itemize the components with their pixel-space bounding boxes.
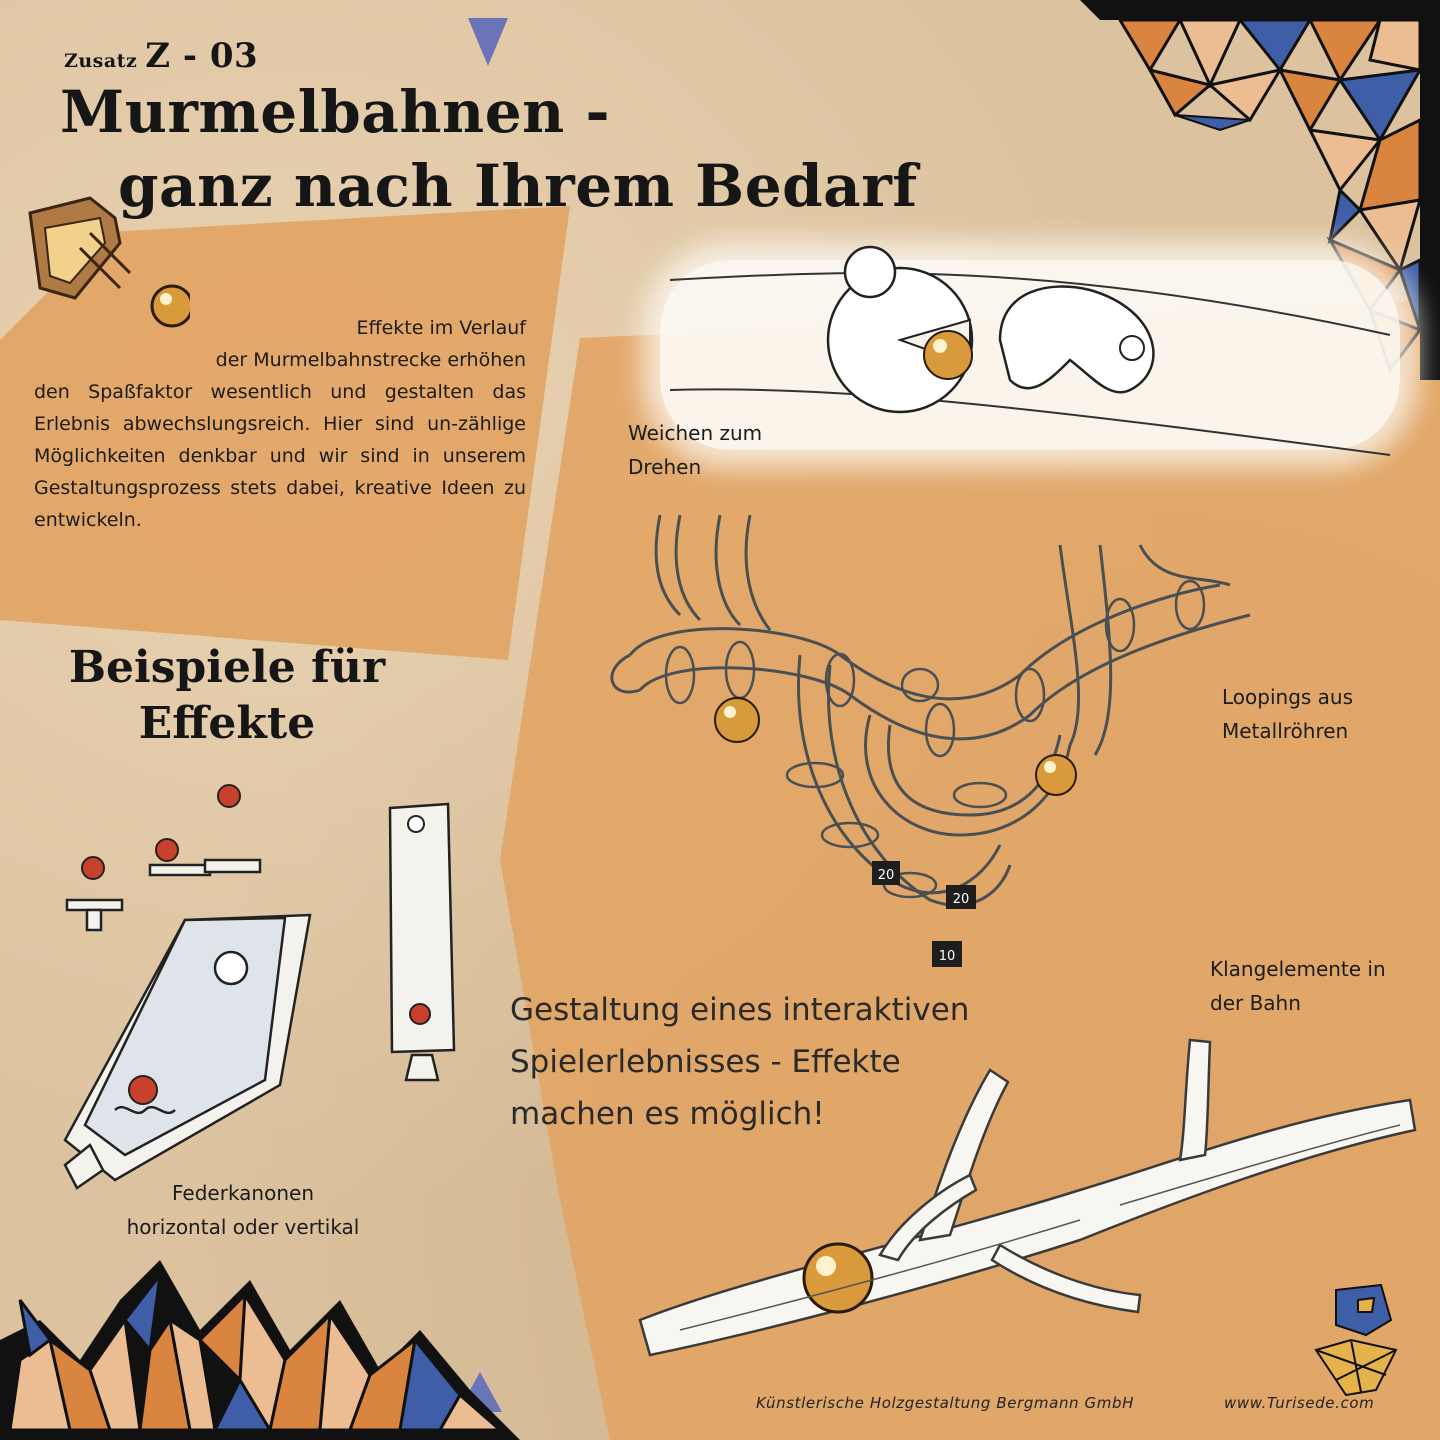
score-badge: 20 — [946, 885, 976, 909]
examples-heading-line1: Beispiele für — [68, 642, 386, 693]
marble-icon — [714, 697, 760, 743]
wooden-chute-illustration — [28, 196, 190, 328]
caption-klang-line1: Klangelemente in — [1210, 957, 1386, 981]
caption-feder-line1: Federkanonen — [172, 1181, 314, 1205]
caption-klang: Klangelemente in der Bahn — [1210, 952, 1386, 1020]
marble-icon — [923, 330, 973, 380]
intro-line-1: Effekte im Verlauf — [356, 317, 526, 339]
mascot-logo — [1314, 1283, 1398, 1397]
orange-panel-left — [0, 206, 570, 660]
triangle-marker-top — [468, 18, 508, 66]
vertical-spring-cannon-sketch — [388, 802, 456, 1082]
tagline: Gestaltung eines interaktiven Spielerleb… — [510, 984, 969, 1140]
caption-loopings-line1: Loopings aus — [1222, 685, 1354, 709]
tagline-line2: Spielerlebnisses - Effekte — [510, 1044, 901, 1080]
examples-heading-line2: Effekte — [138, 698, 316, 749]
prefix-zusatz: Zusatz — [64, 50, 138, 72]
intro-body: den Spaßfaktor wesentlich und gestalten … — [34, 381, 526, 531]
marble-icon — [802, 1242, 874, 1314]
weichen-sketch — [669, 245, 1391, 456]
intro-line-2: der Murmelbahnstrecke erhöhen — [215, 349, 526, 371]
document-code: Zusatz Z - 03 — [64, 36, 258, 76]
caption-loopings-line2: Metallröhren — [1222, 719, 1349, 743]
footer-website[interactable]: www.Turisede.com — [1224, 1394, 1375, 1412]
svg-text:10: 10 — [939, 949, 956, 964]
score-badge: 10 — [932, 941, 962, 967]
caption-weichen: Weichen zum Drehen — [628, 416, 762, 484]
metal-loopings-sketch: 20 20 10 — [610, 514, 1251, 967]
caption-klang-line2: der Bahn — [1210, 991, 1301, 1015]
caption-federkanonen: Federkanonen horizontal oder vertikal — [118, 1176, 368, 1244]
page-title-line2: ganz nach Ihrem Bedarf — [118, 152, 918, 220]
svg-text:20: 20 — [878, 868, 895, 883]
mosaic-mountains-bottom-left — [0, 1260, 520, 1440]
score-badge: 20 — [872, 861, 900, 885]
tagline-line3: machen es möglich! — [510, 1096, 825, 1132]
marble-icon — [1035, 754, 1077, 796]
caption-loopings: Loopings aus Metallröhren — [1222, 680, 1353, 748]
branch-sound-element-sketch — [638, 1038, 1417, 1357]
examples-heading: Beispiele für Effekte — [62, 640, 392, 752]
caption-weichen-line1: Weichen zum — [628, 421, 763, 445]
caption-weichen-line2: Drehen — [628, 455, 702, 479]
tagline-line1: Gestaltung eines interaktiven — [510, 992, 970, 1028]
prefix-code: Z - 03 — [145, 36, 259, 76]
svg-text:20: 20 — [953, 892, 970, 907]
intro-paragraph: Effekte im Verlauf der Murmelbahnstrecke… — [34, 312, 526, 536]
spring-cannon-sketches — [63, 784, 312, 1190]
page-title-line1: Murmelbahnen - — [60, 78, 611, 146]
footer-company: Künstlerische Holzgestaltung Bergmann Gm… — [756, 1394, 1134, 1412]
caption-feder-line2: horizontal oder vertikal — [126, 1215, 360, 1239]
